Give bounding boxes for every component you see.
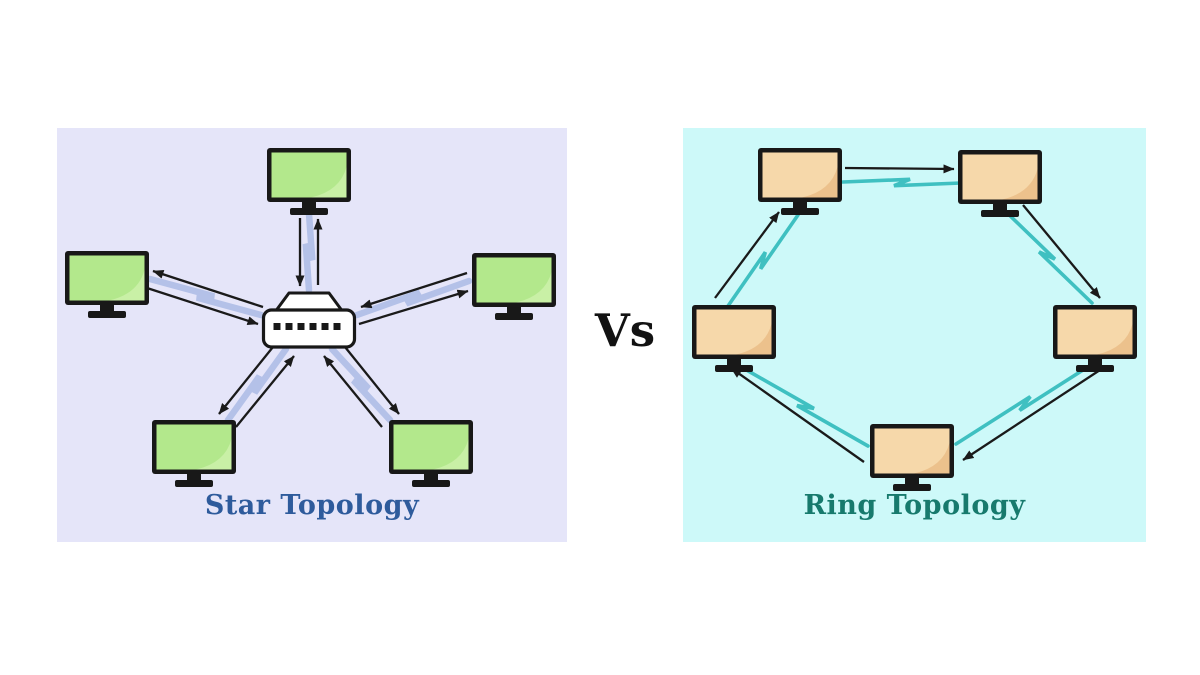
cable-computer-bottom-left <box>224 345 290 424</box>
cable-computer-left-to-computer-top-left <box>726 213 800 308</box>
ring-topology-panel: Ring Topology <box>683 128 1146 542</box>
arrow-to-computer-bottom-right <box>340 341 400 415</box>
network-hub-icon <box>261 291 357 349</box>
monitor-screen-shade <box>311 167 347 198</box>
hub-port <box>321 323 329 330</box>
star-node-computer-top <box>267 148 351 215</box>
arrow-computer-bottom-to-computer-left <box>730 367 865 463</box>
arrow-computer-left-to-hub <box>146 286 259 326</box>
vs-label: Vs <box>594 304 656 357</box>
monitor-screen-shade <box>109 270 145 301</box>
arrow-computer-top-right-to-computer-right <box>1022 204 1101 299</box>
monitor-stand-neck <box>187 474 201 480</box>
arrow-computer-left-to-computer-top-left <box>714 211 780 299</box>
ring-node-computer-left <box>692 305 776 372</box>
monitor-stand-neck <box>424 474 438 480</box>
ring-topology-diagram <box>692 148 1137 491</box>
monitor-stand-base <box>893 484 931 491</box>
monitor-screen-shade <box>736 324 772 355</box>
ring-topology-title: Ring Topology <box>803 490 1026 521</box>
monitor-screen-shade <box>802 167 838 198</box>
star-node-computer-right <box>472 253 556 320</box>
cable-computer-left <box>146 275 265 319</box>
star-topology-title: Star Topology <box>204 490 420 521</box>
monitor-stand-base <box>412 480 450 487</box>
star-node-computer-bottom-right <box>389 420 473 487</box>
cable-computer-bottom-to-computer-left <box>741 366 870 448</box>
cable-computer-right-to-computer-bottom <box>954 361 1096 446</box>
hub-port <box>333 323 341 330</box>
monitor-screen-shade <box>1097 324 1133 355</box>
monitor-stand-base <box>981 210 1019 217</box>
arrow-to-computer-bottom-left <box>218 341 278 415</box>
monitor-stand-neck <box>727 359 741 365</box>
cable-computer-bottom-right <box>328 345 394 424</box>
ring-node-computer-top-left <box>758 148 842 215</box>
monitor-screen-shade <box>1002 169 1038 200</box>
hub-port <box>285 323 293 330</box>
monitor-stand-neck <box>993 204 1007 210</box>
monitor-stand-base <box>290 208 328 215</box>
monitor-stand-base <box>495 313 533 320</box>
monitor-screen-shade <box>196 439 232 470</box>
monitor-stand-neck <box>905 478 919 484</box>
monitor-stand-base <box>88 311 126 318</box>
cable-computer-top-left-to-computer-top-right <box>841 177 963 188</box>
hub-port <box>309 323 317 330</box>
monitor-stand-base <box>1076 365 1114 372</box>
hub-body <box>261 308 357 349</box>
arrow-to-computer-left <box>152 269 264 309</box>
monitor-stand-neck <box>793 202 807 208</box>
arrow-to-computer-right <box>358 289 469 326</box>
cable-computer-top-right-to-computer-right <box>1000 206 1094 305</box>
ring-node-computer-right <box>1053 305 1137 372</box>
monitor-stand-base <box>781 208 819 215</box>
hub-port <box>297 323 305 330</box>
ring-node-computer-bottom <box>870 424 954 491</box>
monitor-stand-base <box>715 365 753 372</box>
cable-computer-right <box>353 277 473 319</box>
monitor-stand-base <box>175 480 213 487</box>
star-topology-diagram <box>65 148 556 487</box>
hub-port <box>273 323 281 330</box>
arrow-computer-right-to-hub <box>360 271 468 309</box>
monitor-stand-neck <box>1088 359 1102 365</box>
monitor-screen-shade <box>516 272 552 303</box>
arrow-computer-right-to-computer-bottom <box>962 369 1101 461</box>
monitor-stand-neck <box>302 202 316 208</box>
monitor-screen-shade <box>914 443 950 474</box>
star-topology-panel: Star Topology <box>57 128 567 542</box>
ring-node-computer-top-right <box>958 150 1042 217</box>
monitor-stand-neck <box>100 305 114 311</box>
star-node-computer-bottom-left <box>152 420 236 487</box>
arrow-computer-bottom-left-to-hub <box>235 355 295 428</box>
monitor-stand-neck <box>507 307 521 313</box>
monitor-screen-shade <box>433 439 469 470</box>
star-node-computer-left <box>65 251 149 318</box>
arrow-computer-bottom-right-to-hub <box>323 355 383 428</box>
arrow-computer-top-left-to-computer-top-right <box>844 164 955 174</box>
cable-computer-top <box>302 210 316 294</box>
